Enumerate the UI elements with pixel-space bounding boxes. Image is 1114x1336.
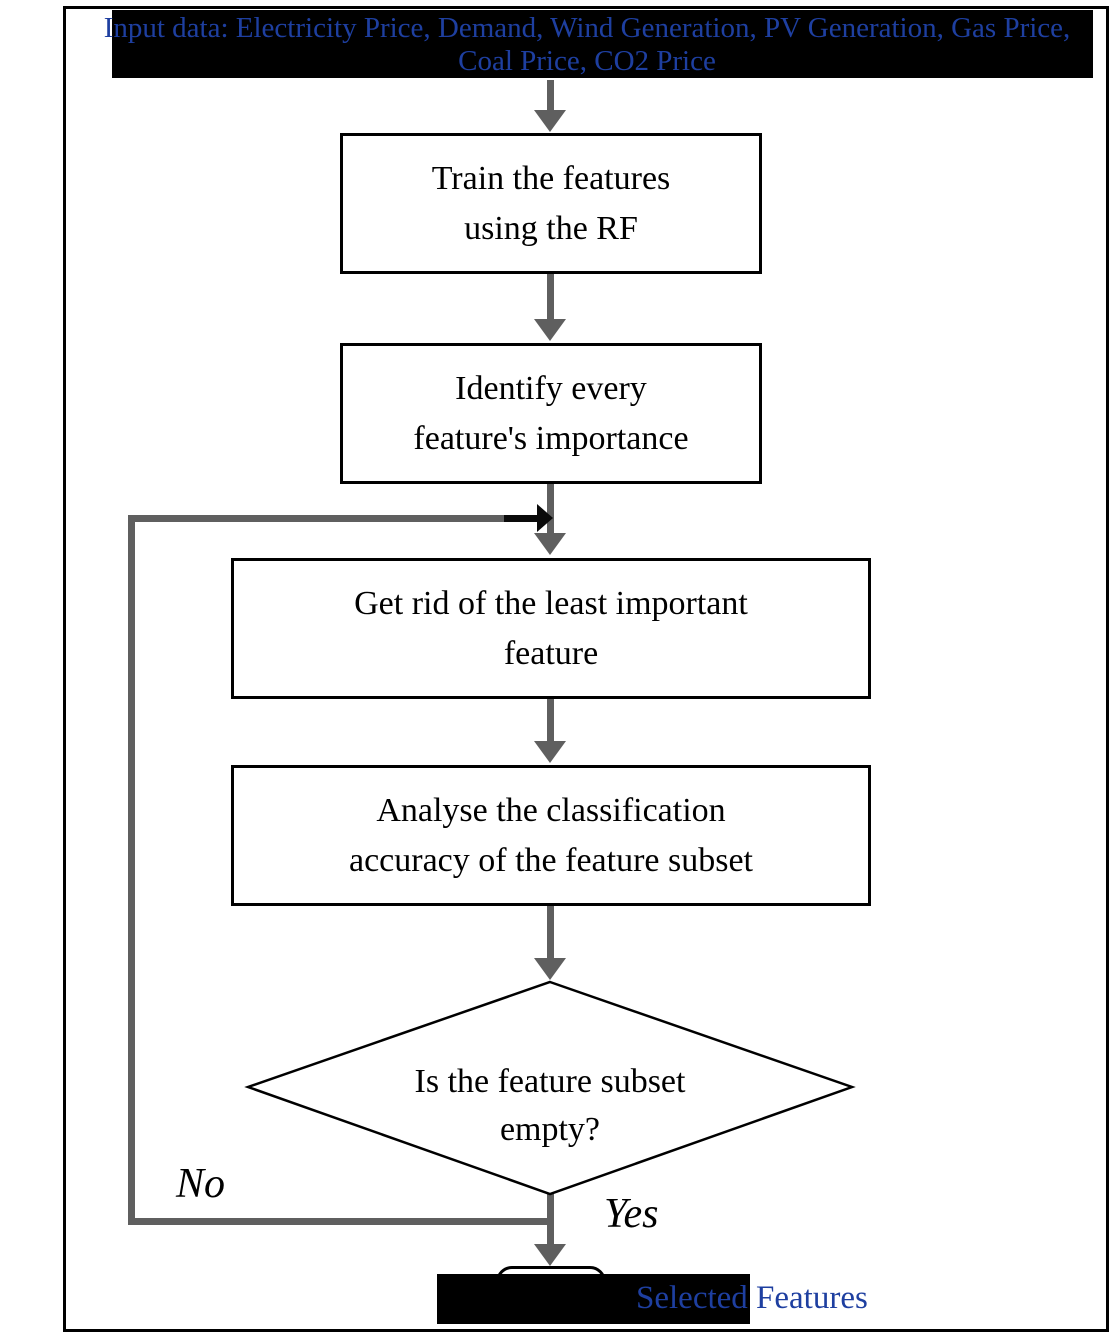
connector-remove-to-analyse <box>547 699 554 742</box>
process-box-analyse-accuracy: Analyse the classification accuracy of t… <box>231 765 871 906</box>
process-box-train-rf-line1: Train the features <box>431 159 671 197</box>
process-box-train-rf: Train the features using the RF <box>340 133 762 274</box>
loop-junction-arrowhead <box>537 504 553 532</box>
connector-analyse-to-decision <box>547 906 554 960</box>
connector-train-to-identify <box>547 274 554 320</box>
loop-line-top-horizontal <box>128 515 510 522</box>
process-box-identify-importance: Identify every feature's importance <box>340 343 762 484</box>
loop-junction-line <box>504 515 538 522</box>
input-data-banner <box>112 10 1093 78</box>
decision-diamond-shape <box>244 980 856 1196</box>
process-box-train-rf-line2: using the RF <box>464 209 638 247</box>
selected-features-redaction-box <box>437 1274 750 1324</box>
decision-text-line2: empty? <box>499 1111 601 1148</box>
process-box-analyse-accuracy-line1: Analyse the classification <box>376 791 726 829</box>
connector-decision-to-terminator <box>547 1194 554 1246</box>
decision-text-line1: Is the feature subset <box>414 1063 686 1100</box>
decision-text: Is the feature subset empty? <box>300 1058 800 1154</box>
input-data-text-line1: Input data: Electricity Price, Demand, W… <box>103 12 1071 44</box>
input-data-text-line2: Coal Price, CO2 Price <box>458 45 716 77</box>
no-branch-label: No <box>176 1161 226 1207</box>
arrowhead-identify-to-remove <box>534 533 566 555</box>
process-box-remove-least-important-line2: feature <box>503 634 599 672</box>
arrowhead-banner-to-train <box>534 110 566 132</box>
loop-line-vertical <box>128 515 135 1225</box>
decision-diamond <box>244 980 856 1196</box>
process-box-remove-least-important-line1: Get rid of the least important <box>354 584 748 622</box>
arrowhead-remove-to-analyse <box>534 741 566 763</box>
arrowhead-train-to-identify <box>534 319 566 341</box>
connector-banner-to-train <box>547 80 554 112</box>
process-box-identify-importance-line1: Identify every <box>455 369 647 407</box>
yes-branch-label: Yes <box>604 1191 659 1237</box>
process-box-identify-importance-line2: feature's importance <box>413 419 689 457</box>
input-data-text: Input data: Electricity Price, Demand, W… <box>78 12 1096 78</box>
arrowhead-decision-to-terminator <box>534 1244 566 1266</box>
process-box-analyse-accuracy-line2: accuracy of the feature subset <box>349 841 753 879</box>
arrowhead-analyse-to-decision <box>534 958 566 980</box>
loop-line-bottom-horizontal <box>128 1218 554 1225</box>
selected-features-label: Selected Features <box>636 1280 868 1316</box>
process-box-remove-least-important: Get rid of the least important feature <box>231 558 871 699</box>
